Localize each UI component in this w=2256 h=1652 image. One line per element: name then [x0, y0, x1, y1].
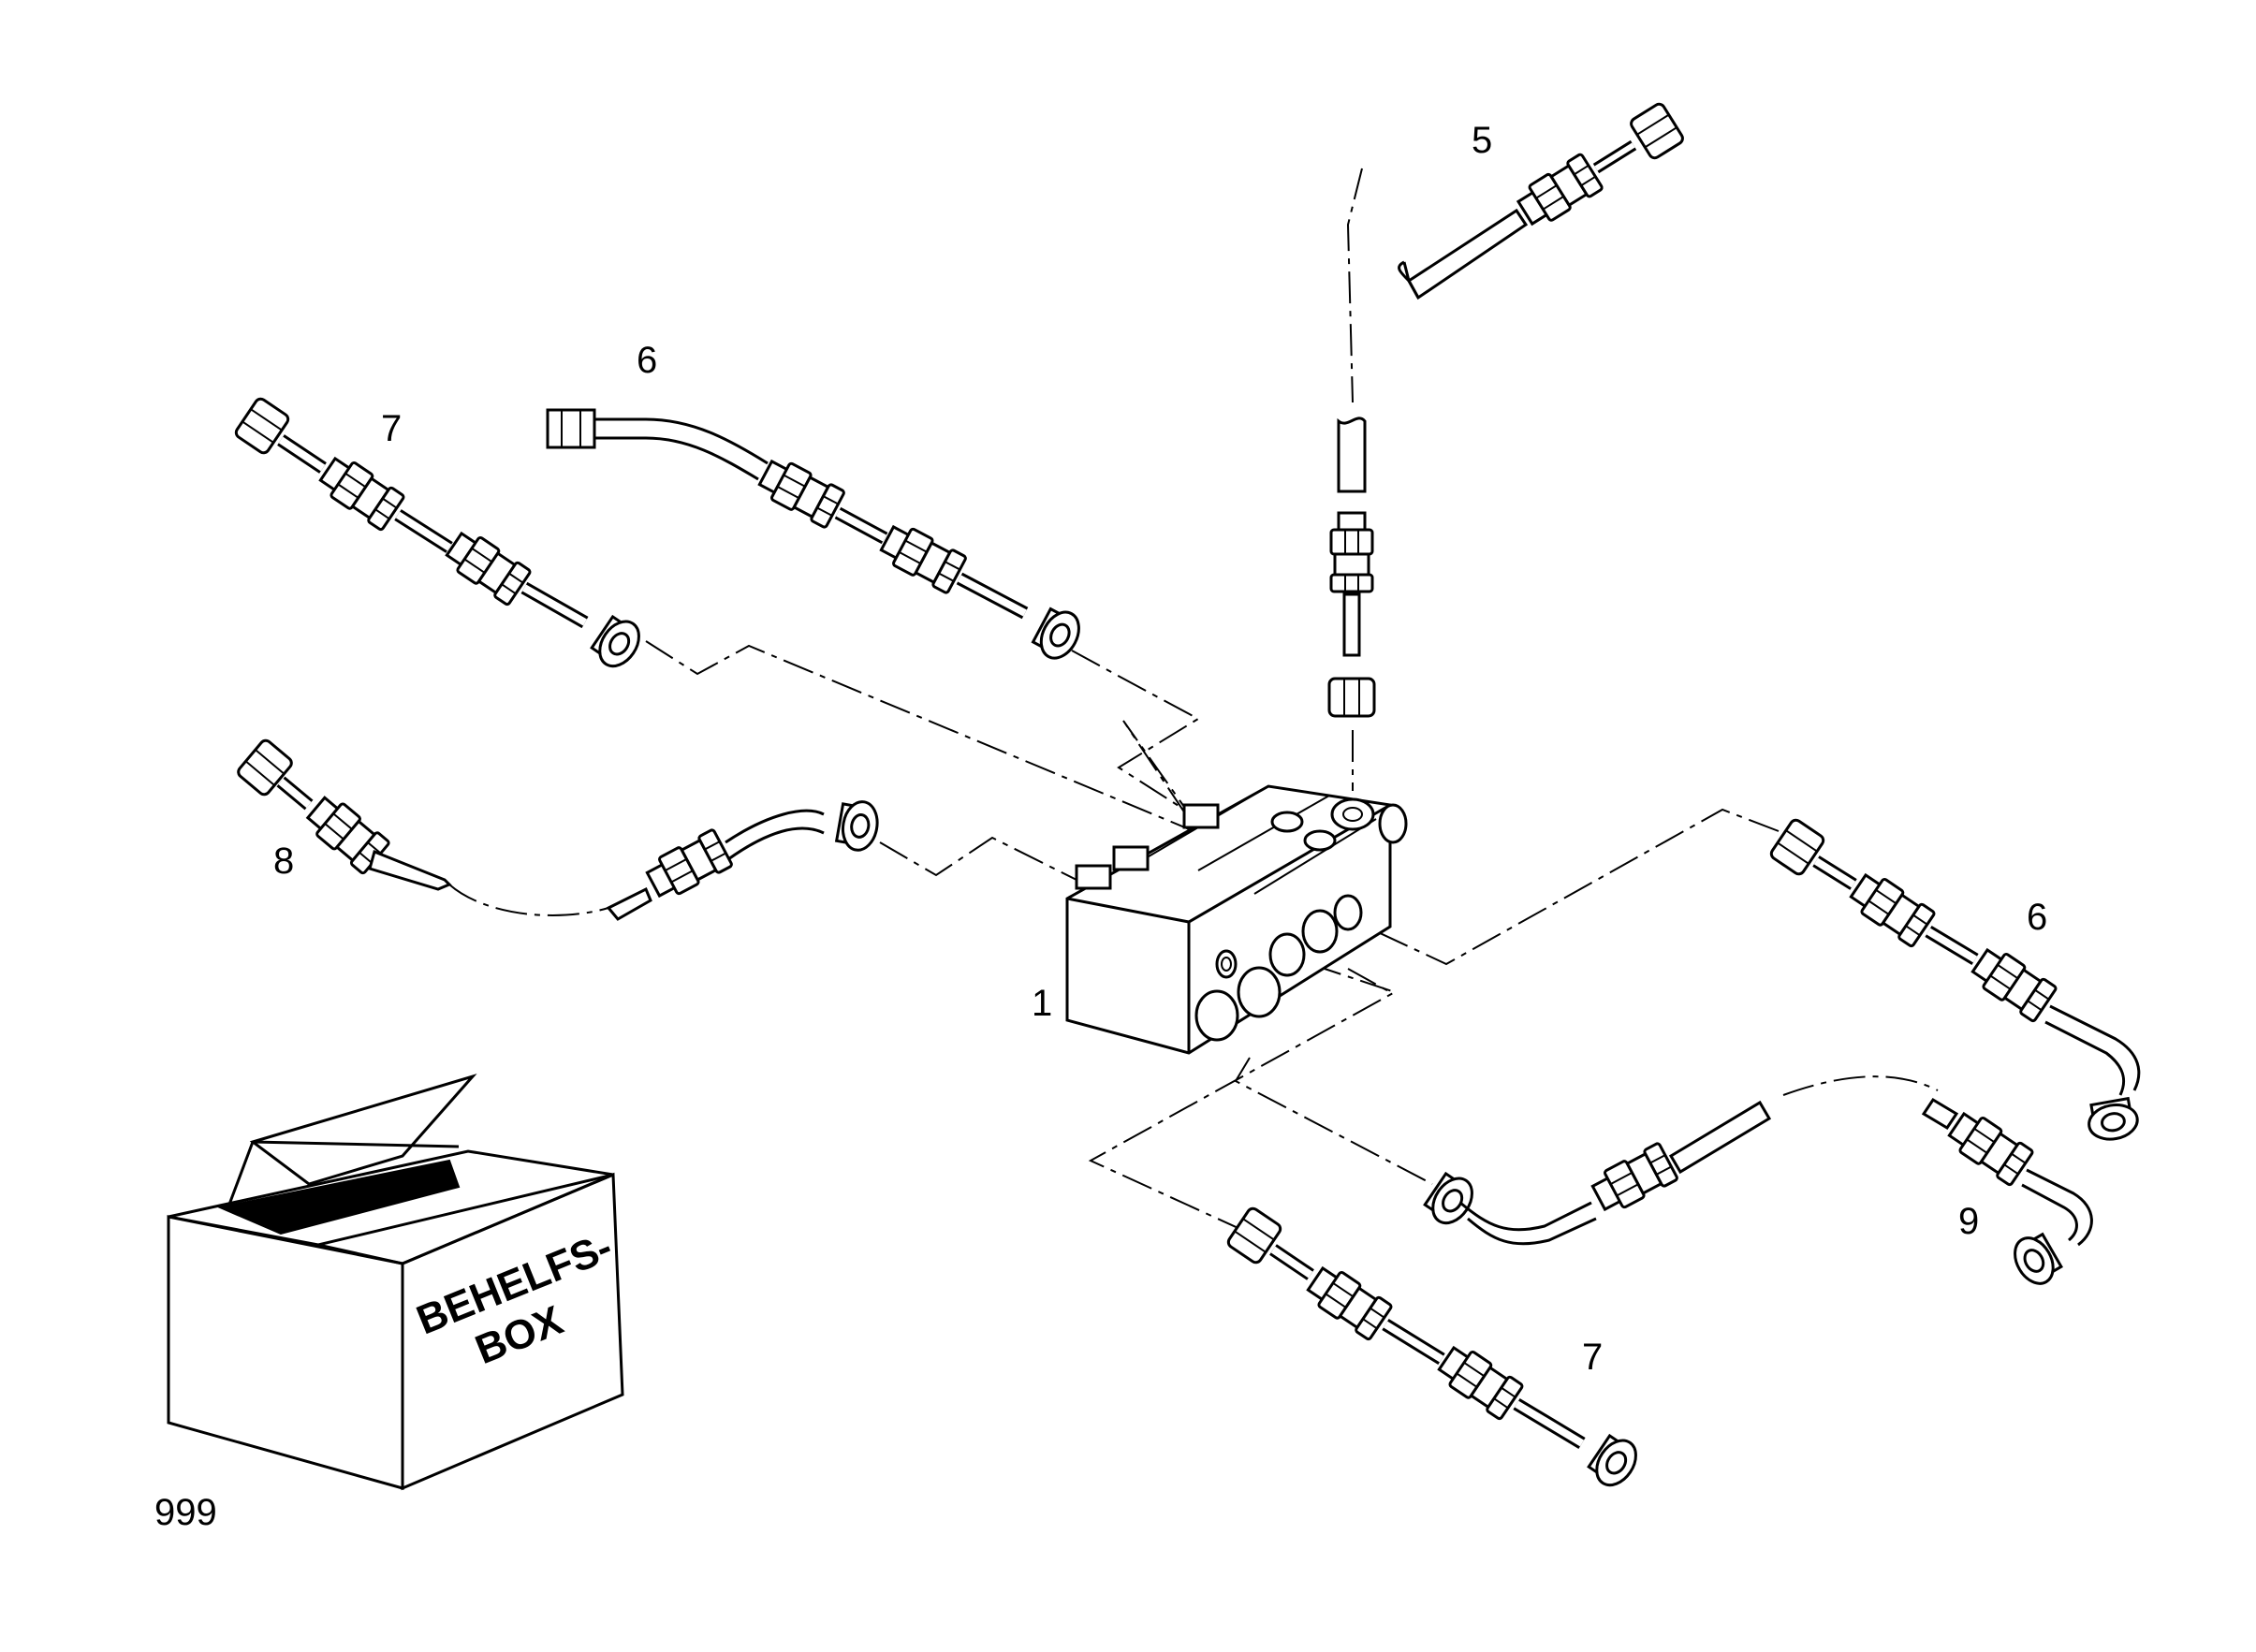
callout-7-top: 7	[381, 408, 403, 449]
part-6-hose-top	[546, 408, 1088, 666]
lower-hose	[1420, 1100, 1772, 1246]
callout-999: 999	[154, 1492, 217, 1533]
part-1-distributor-block	[1065, 784, 1408, 1055]
part-7-hose-bottom	[1224, 1205, 1646, 1494]
callout-8: 8	[273, 841, 295, 882]
part-6-hose-right	[1767, 816, 2142, 1145]
callout-6-right: 6	[2027, 897, 2048, 938]
callout-1: 1	[1032, 983, 1053, 1024]
part-999-box: BEHELFS- BOX	[167, 1074, 624, 1491]
callout-7-bottom: 7	[1582, 1337, 1604, 1378]
part-9-hose	[1921, 1097, 2093, 1293]
callout-5: 5	[1472, 120, 1493, 161]
part-8-hose	[234, 737, 883, 921]
part-7-hose-top	[232, 395, 649, 675]
part-5-hose-assembly	[1327, 100, 1687, 718]
leader-lines	[448, 168, 1939, 1236]
callout-6-top: 6	[637, 340, 658, 381]
callout-9: 9	[1958, 1201, 1980, 1242]
